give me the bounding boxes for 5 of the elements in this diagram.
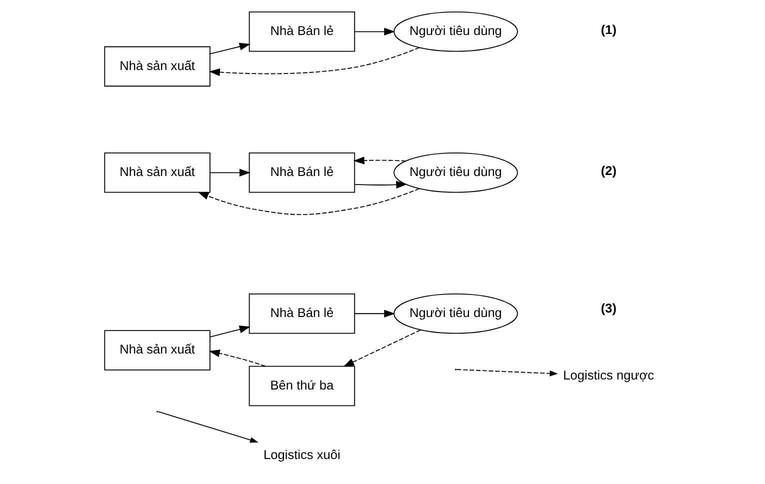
label: (2) xyxy=(600,163,616,178)
label: (3) xyxy=(600,300,616,316)
legend-label: Logistics xuôi xyxy=(264,446,340,462)
label: (1) xyxy=(600,22,616,38)
legend-label: Logistics ngược xyxy=(563,367,654,382)
